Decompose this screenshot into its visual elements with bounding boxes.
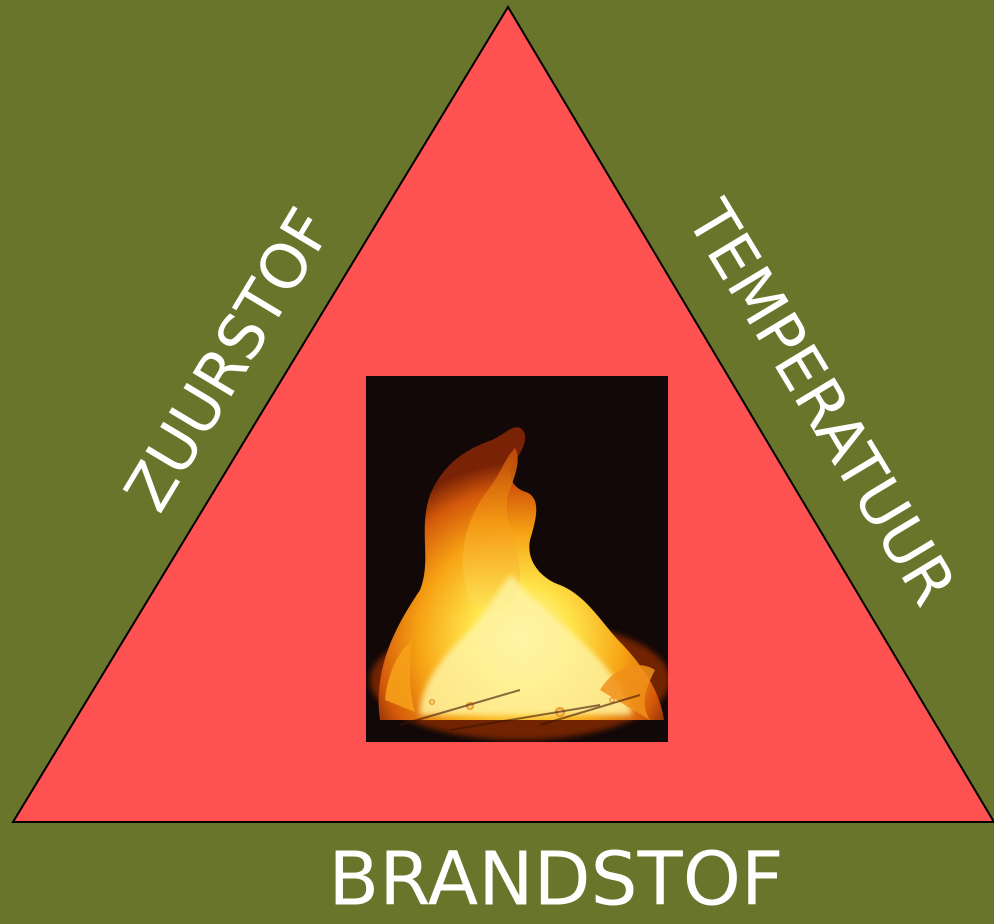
label-brandstof: BRANDSTOF	[328, 837, 783, 923]
bonfire-photo	[366, 376, 670, 742]
